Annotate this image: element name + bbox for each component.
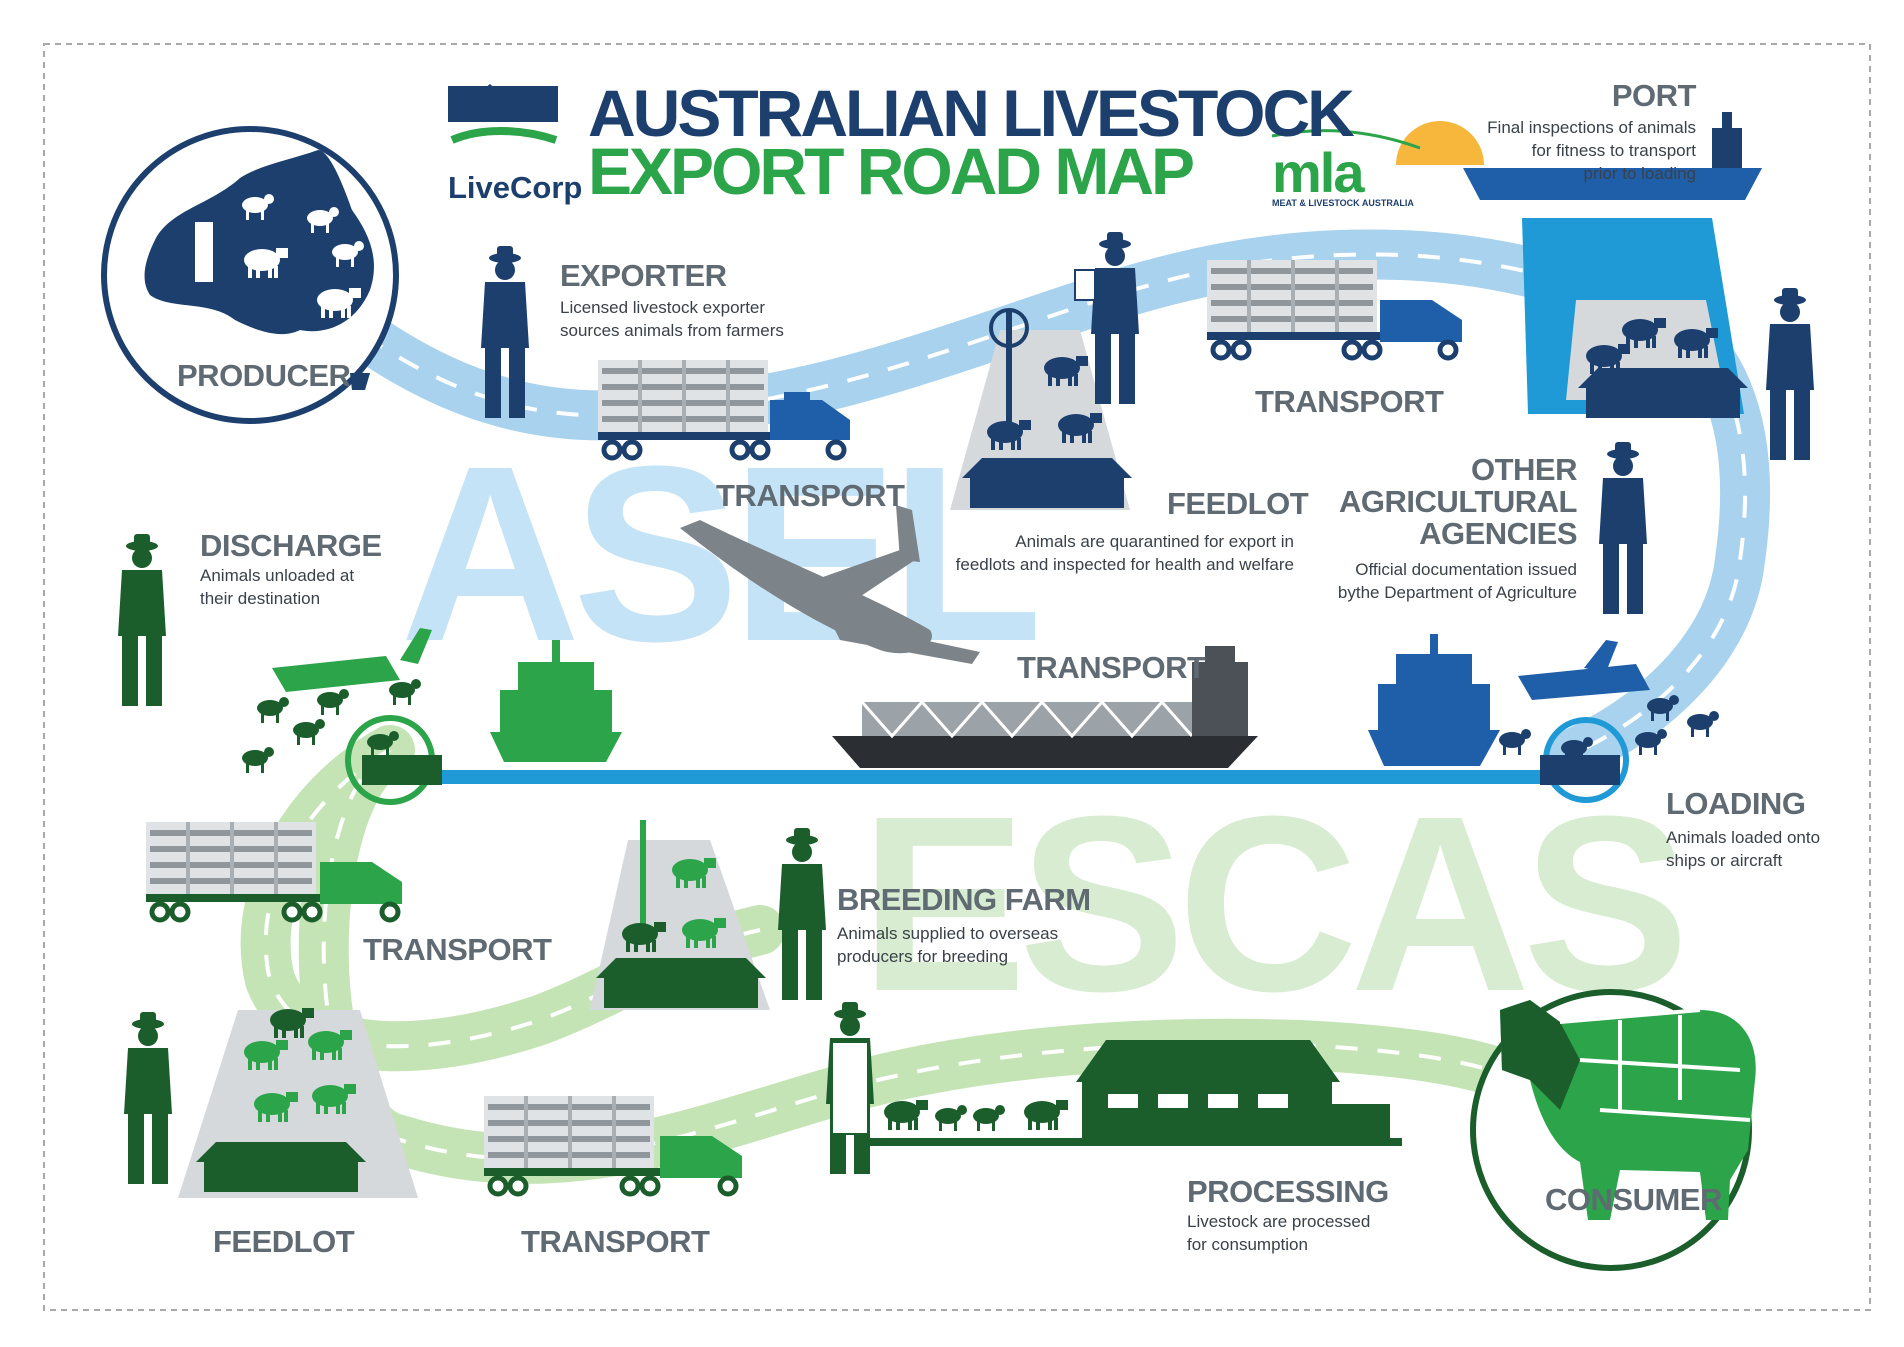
truck-2 bbox=[1207, 260, 1462, 361]
agencies-desc: Official documentation issued bythe Depa… bbox=[1277, 558, 1577, 604]
transport-2-label: TRANSPORT bbox=[1255, 384, 1444, 419]
port-desc-line-1: Final inspections of animals bbox=[1487, 118, 1696, 137]
feedlot-1-desc: Animals are quarantined for export in fe… bbox=[880, 530, 1294, 576]
truck-4 bbox=[484, 1096, 742, 1197]
feedlot-2-label: FEEDLOT bbox=[213, 1224, 355, 1259]
plane-green bbox=[272, 628, 432, 692]
loading-ship bbox=[1368, 634, 1500, 766]
agencies-desc-line-1: Official documentation issued bbox=[1355, 560, 1577, 579]
beef-cuts-icon bbox=[1500, 1000, 1756, 1220]
plane-blue bbox=[1518, 640, 1650, 700]
sea-vessel bbox=[832, 646, 1258, 768]
exporter-desc-line-1: Licensed livestock exporter bbox=[560, 298, 766, 317]
transport-3-label: TRANSPORT bbox=[363, 932, 552, 967]
processing-label: PROCESSING bbox=[1187, 1174, 1389, 1209]
title-line-2: EXPORT ROAD MAP bbox=[588, 134, 1195, 208]
agencies-desc-line-2: bythe Department of Agriculture bbox=[1337, 583, 1577, 602]
agencies-line-3: AGENCIES bbox=[1419, 516, 1577, 551]
mla-logo: mla MEAT & LIVESTOCK AUSTRALIA bbox=[1271, 121, 1484, 208]
discharge-ship bbox=[490, 640, 622, 762]
port-desc-line-3: prior to loading bbox=[1583, 164, 1696, 183]
discharge-desc-line-1: Animals unloaded at bbox=[200, 566, 355, 585]
loading-label: LOADING bbox=[1666, 786, 1806, 821]
loading-desc: Animals loaded onto ships or aircraft bbox=[1666, 826, 1820, 872]
agencies-line-2: AGRICULTURAL bbox=[1339, 484, 1577, 519]
breeding-desc-line-1: Animals supplied to overseas bbox=[837, 924, 1059, 943]
transport-sea-label: TRANSPORT bbox=[1017, 650, 1206, 685]
port-desc: Final inspections of animals for fitness… bbox=[1440, 116, 1696, 185]
consumer-label: CONSUMER bbox=[1545, 1182, 1722, 1217]
producer-label: PRODUCER bbox=[177, 358, 351, 393]
sea-line bbox=[380, 770, 1615, 784]
title-line-1: AUSTRALIAN LIVESTOCK bbox=[588, 76, 1355, 150]
processing-plant bbox=[862, 1040, 1402, 1146]
discharge-desc: Animals unloaded at their destination bbox=[200, 564, 354, 610]
port-desc-line-2: for fitness to transport bbox=[1531, 141, 1696, 160]
breeding-desc: Animals supplied to overseas producers f… bbox=[837, 922, 1058, 968]
feedlot-1-desc-line-2: feedlots and inspected for health and we… bbox=[955, 555, 1294, 574]
processing-desc-line-1: Livestock are processed bbox=[1187, 1212, 1371, 1231]
discharge-desc-line-2: their destination bbox=[200, 589, 321, 608]
exporter-label: EXPORTER bbox=[560, 258, 727, 293]
exporter-desc: Licensed livestock exporter sources anim… bbox=[560, 296, 784, 342]
australia-map bbox=[144, 150, 374, 335]
loading-desc-line-1: Animals loaded onto bbox=[1666, 828, 1821, 847]
plane-grey bbox=[680, 505, 980, 664]
agencies-line-1: OTHER bbox=[1471, 452, 1578, 487]
feedlot-1-label: FEEDLOT bbox=[1167, 486, 1309, 521]
escas-watermark: ESCAS bbox=[860, 764, 1681, 1043]
truck-1 bbox=[598, 360, 850, 461]
exporter-desc-line-2: sources animals from farmers bbox=[560, 321, 784, 340]
mla-wordmark: mla bbox=[1272, 141, 1365, 204]
feedlot-1-desc-line-1: Animals are quarantined for export in bbox=[1015, 532, 1294, 551]
discharge-label: DISCHARGE bbox=[200, 528, 382, 563]
livecorp-wordmark: LiveCorp bbox=[448, 170, 582, 205]
breeding-label: BREEDING FARM bbox=[837, 882, 1091, 917]
processing-desc: Livestock are processed for consumption bbox=[1187, 1210, 1370, 1256]
loading-desc-line-2: ships or aircraft bbox=[1666, 851, 1783, 870]
port-label: PORT bbox=[1611, 78, 1697, 113]
transport-4-label: TRANSPORT bbox=[521, 1224, 710, 1259]
livecorp-logo: LiveCorp bbox=[448, 84, 582, 205]
breeding-desc-line-2: producers for breeding bbox=[837, 947, 1009, 966]
processing-desc-line-2: for consumption bbox=[1187, 1235, 1308, 1254]
truck-3 bbox=[146, 822, 402, 923]
transport-1-label: TRANSPORT bbox=[716, 478, 905, 513]
port-ship bbox=[1463, 112, 1762, 200]
mla-subtitle: MEAT & LIVESTOCK AUSTRALIA bbox=[1272, 198, 1414, 208]
